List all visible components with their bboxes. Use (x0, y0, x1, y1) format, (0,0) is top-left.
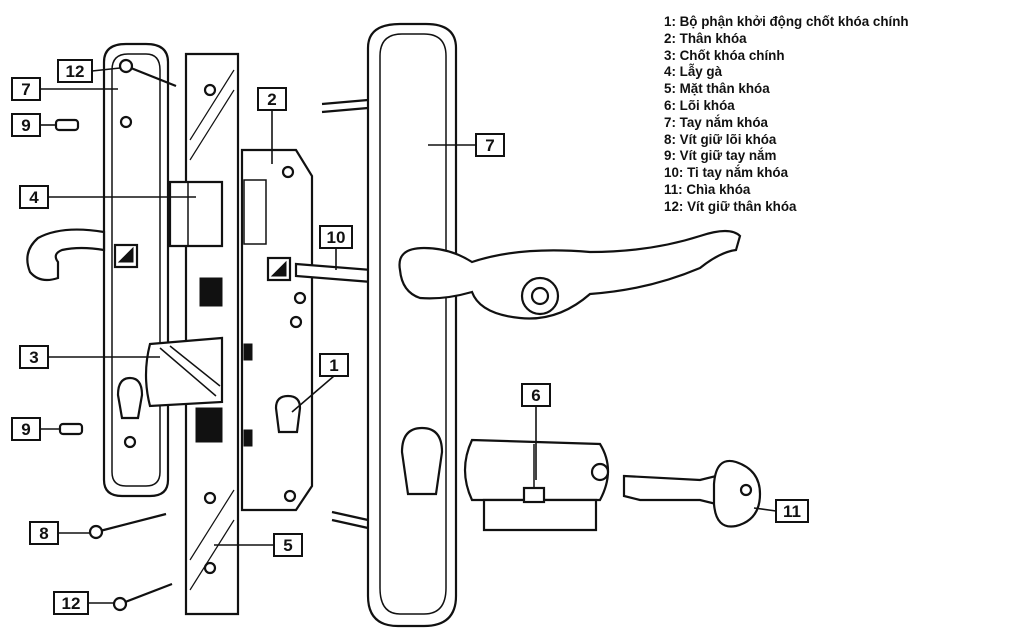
legend-item: 10: Ti tay nắm khóa (664, 165, 1014, 182)
legend-number: 4 (664, 64, 672, 80)
legend-label: Vít giữ lõi khóa (679, 131, 777, 147)
legend-number: 5 (664, 81, 672, 97)
screw-top (118, 58, 177, 88)
svg-text:11: 11 (783, 502, 801, 521)
legend-number: 8 (664, 131, 672, 147)
screw-handle-bottom (58, 422, 84, 436)
svg-text:10: 10 (327, 228, 346, 247)
legend-item: 4: Lẫy gà (664, 64, 1014, 81)
right-handle-plate (321, 22, 458, 628)
svg-text:5: 5 (283, 536, 292, 555)
legend-label: Ti tay nắm khóa (687, 165, 789, 181)
key (622, 459, 762, 528)
legend-number: 3 (664, 47, 672, 63)
legend-label: Chìa khóa (686, 181, 751, 197)
legend-separator: : (678, 181, 687, 197)
legend-separator: : (671, 47, 680, 63)
left-lever-handle (26, 228, 106, 282)
legend-label: Tay nắm khóa (679, 114, 768, 130)
legend-item: 11: Chìa khóa (664, 182, 1014, 199)
svg-text:9: 9 (21, 420, 30, 439)
legend-label: Mặt thân khóa (679, 81, 770, 97)
callout-7-right: 7 (428, 133, 505, 157)
legend-separator: : (671, 64, 680, 80)
legend-separator: : (671, 81, 680, 97)
legend-separator: : (671, 30, 680, 46)
callout-1: 1 (291, 353, 349, 413)
callout-9-bottom: 9 (11, 417, 60, 441)
svg-text:6: 6 (531, 386, 540, 405)
legend-label: Chốt khóa chính (679, 47, 785, 63)
legend-number: 1 (664, 14, 672, 29)
legend-separator: : (678, 198, 688, 214)
callout-7-left: 7 (11, 77, 118, 101)
svg-text:2: 2 (267, 90, 276, 109)
lock-body (240, 148, 314, 512)
legend-item: 8: Vít giữ lõi khóa (664, 132, 1014, 149)
screw-handle-top (54, 118, 80, 132)
legend-separator: : (671, 97, 680, 113)
legend-label: Lẫy gà (679, 64, 723, 80)
legend-separator: : (671, 148, 680, 164)
legend-item: 6: Lõi khóa (664, 98, 1014, 115)
svg-text:8: 8 (39, 524, 48, 543)
lock-latch (168, 180, 224, 248)
legend-item: 5: Mặt thân khóa (664, 81, 1014, 98)
legend-number: 11 (664, 181, 679, 197)
legend-label: Thân khóa (679, 30, 747, 46)
callout-8: 8 (29, 521, 90, 545)
legend-number: 6 (664, 97, 672, 113)
legend-number: 9 (664, 148, 672, 164)
callout-4: 4 (19, 185, 196, 209)
legend-number: 2 (664, 30, 672, 46)
screw-cylinder (88, 512, 167, 540)
legend-separator: : (671, 131, 680, 147)
legend-number: 12 (664, 198, 679, 214)
callout-5: 5 (214, 533, 303, 557)
legend-item: 7: Tay nắm khóa (664, 115, 1014, 132)
legend-item: 2: Thân khóa (664, 31, 1014, 48)
screw-bottom (112, 582, 173, 612)
legend-item: 9: Vít giữ tay nắm (664, 148, 1014, 165)
lock-deadbolt (144, 336, 224, 408)
callout-11: 11 (753, 499, 809, 523)
legend-label: Bộ phận khởi động chốt khóa chính (679, 14, 909, 29)
legend-item: 1: Bộ phận khởi động chốt khóa chính (664, 14, 1014, 31)
legend-item: 12: Vít giữ thân khóa (664, 199, 1014, 216)
callout-3: 3 (19, 345, 160, 369)
legend-label: Vít giữ thân khóa (687, 198, 797, 214)
legend-number: 7 (664, 114, 672, 130)
callout-10: 10 (319, 225, 353, 270)
svg-text:1: 1 (329, 356, 338, 375)
legend-label: Vít giữ tay nắm (679, 148, 777, 164)
svg-text:3: 3 (29, 348, 38, 367)
svg-text:7: 7 (485, 136, 494, 155)
legend-item: 3: Chốt khóa chính (664, 48, 1014, 65)
legend-number: 10 (664, 165, 679, 181)
svg-text:12: 12 (62, 594, 81, 613)
legend-separator: : (671, 14, 680, 29)
callout-12-top: 12 (57, 59, 121, 83)
svg-text:12: 12 (66, 62, 85, 81)
callout-9-top: 9 (11, 113, 56, 137)
left-handle-plate (102, 42, 170, 498)
svg-text:7: 7 (21, 80, 30, 99)
svg-text:9: 9 (21, 116, 30, 135)
legend-label: Lõi khóa (679, 97, 735, 113)
lock-faceplate (184, 52, 240, 616)
callout-2: 2 (257, 87, 287, 164)
callout-12-bottom: 12 (53, 591, 114, 615)
legend-separator: : (678, 165, 688, 181)
svg-text:4: 4 (29, 188, 39, 207)
right-lever-handle (398, 229, 742, 320)
callout-6: 6 (521, 383, 551, 480)
legend-separator: : (671, 114, 680, 130)
